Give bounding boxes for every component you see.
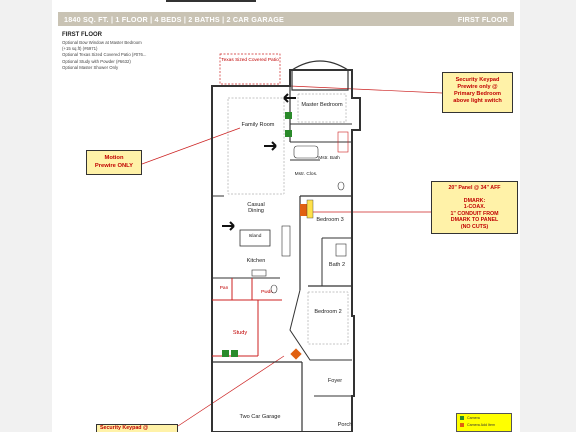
callout-line: DMARK TO PANEL — [450, 217, 499, 223]
master-toilet — [337, 181, 345, 191]
room-label-foyer: Foyer — [327, 378, 343, 384]
family-room-ceiling — [227, 97, 285, 195]
motion-arrow — [222, 221, 235, 231]
device-legend: Camera Camera Add Item — [456, 413, 512, 432]
camera-device — [285, 112, 292, 119]
note-line: Optional Bow Window at Master Bedroom — [62, 40, 142, 45]
callout-line: above light switch — [453, 98, 502, 104]
foyer-angled-wall — [289, 289, 352, 361]
kitchen-counter — [281, 225, 291, 257]
master-ceiling — [297, 93, 347, 123]
dmark-box — [306, 199, 314, 219]
floor-label: FIRST FLOOR — [457, 14, 508, 24]
camera-add-legend-swatch — [460, 422, 464, 427]
plan-notes: FIRST FLOOR Optional Bow Window at Maste… — [62, 32, 212, 71]
camera-device — [231, 350, 238, 357]
floorplan-sheet: 1840 SQ. FT. | 1 FLOOR | 4 BEDS | 2 BATH… — [52, 0, 520, 432]
callout-line: Security Keypad — [455, 77, 500, 83]
room-label-bedroom2: Bedroom 2 — [314, 309, 342, 315]
floor-plan-drawing — [141, 53, 443, 432]
callout-line: Prewire ONLY — [94, 162, 134, 169]
callout-line: 1-COAX. — [463, 204, 486, 210]
sheet-top-strip — [52, 0, 520, 9]
camera-legend-swatch — [460, 415, 464, 420]
note-line: Optional Texas Sized Covered Patio (#076… — [62, 52, 147, 58]
room-label-casual-dining: Casual Dining — [247, 202, 265, 215]
callout-line: Motion — [104, 155, 124, 161]
legend-row: Camera Add Item — [457, 421, 511, 428]
bath2-tub — [335, 243, 347, 257]
room-label-porch: Porch — [337, 422, 353, 428]
legend-label: Camera Add Item — [467, 422, 495, 427]
callout-line: 1" CONDUIT FROM — [450, 210, 499, 217]
bedroom2-ceiling — [307, 291, 349, 345]
motion-arrow — [264, 141, 277, 151]
room-label-family-room: Family Room — [241, 122, 275, 128]
top-divider — [166, 0, 256, 2]
camera-device — [222, 350, 229, 357]
note-line: Optional Master Shower Only — [62, 64, 119, 70]
bottom-keypad-callout: Security Keypad @ — [96, 424, 178, 432]
room-label-master-closet: Mstr. Clos. — [294, 172, 318, 177]
exterior-walls — [211, 69, 361, 432]
room-label-island: Island — [248, 234, 262, 239]
bow-window — [291, 60, 349, 91]
powder-toilet — [270, 284, 278, 294]
notes-title: FIRST FLOOR — [62, 32, 102, 38]
room-label-bedroom3: Bedroom 3 — [316, 217, 344, 223]
keypad-device — [290, 348, 302, 360]
room-label-study: Study — [232, 330, 248, 336]
camera-device — [285, 130, 292, 137]
legend-row: Camera — [457, 414, 511, 421]
room-label-pantry: Pan — [219, 286, 229, 291]
panel-dmark-callout: 20" Panel @ 34" AFF DMARK: 1-COAX. 1" CO… — [431, 181, 518, 234]
note-line: Optional Study with Powder (#6632) — [62, 58, 131, 64]
plan-header-bar: 1840 SQ. FT. | 1 FLOOR | 4 BEDS | 2 BATH… — [58, 12, 514, 26]
callout-line: (NO CUTS) — [460, 223, 489, 230]
note-line: (+15 sq.ft) (#6971) — [62, 46, 98, 52]
master-tub — [293, 145, 319, 159]
room-label-bath2: Bath 2 — [328, 262, 346, 268]
motion-arrow — [283, 93, 296, 103]
room-label-garage: Two Car Garage — [239, 414, 281, 420]
master-shower — [337, 131, 349, 153]
keypad-leader-line — [289, 85, 443, 94]
security-keypad-callout: Security Keypad Prewire only @ Primary B… — [442, 72, 513, 113]
room-label-powder: Pwdr. — [261, 290, 273, 295]
callout-line: DMARK: — [463, 197, 486, 204]
security-panel — [300, 204, 308, 216]
kitchen-sink — [251, 269, 267, 277]
callout-line: Primary Bedroom — [454, 91, 501, 97]
legend-label: Camera — [467, 415, 480, 420]
room-label-patio: Texas Sized Covered Patio — [221, 58, 279, 63]
callout-line: Prewire only @ — [457, 84, 498, 90]
room-label-master-bedroom: Master Bedroom — [301, 102, 343, 108]
plan-summary: 1840 SQ. FT. | 1 FLOOR | 4 BEDS | 2 BATH… — [64, 14, 284, 24]
patio-outline — [219, 53, 281, 85]
kitchen-island — [239, 229, 271, 247]
room-label-kitchen: Kitchen — [246, 258, 266, 264]
motion-prewire-callout: Motion Prewire ONLY — [86, 150, 142, 175]
room-label-master-bath: Mstr. Bath — [318, 156, 340, 161]
motion-leader-line — [141, 127, 241, 165]
bottom-leader-line — [177, 355, 285, 427]
callout-line: 20" Panel @ 34" AFF — [448, 185, 501, 191]
